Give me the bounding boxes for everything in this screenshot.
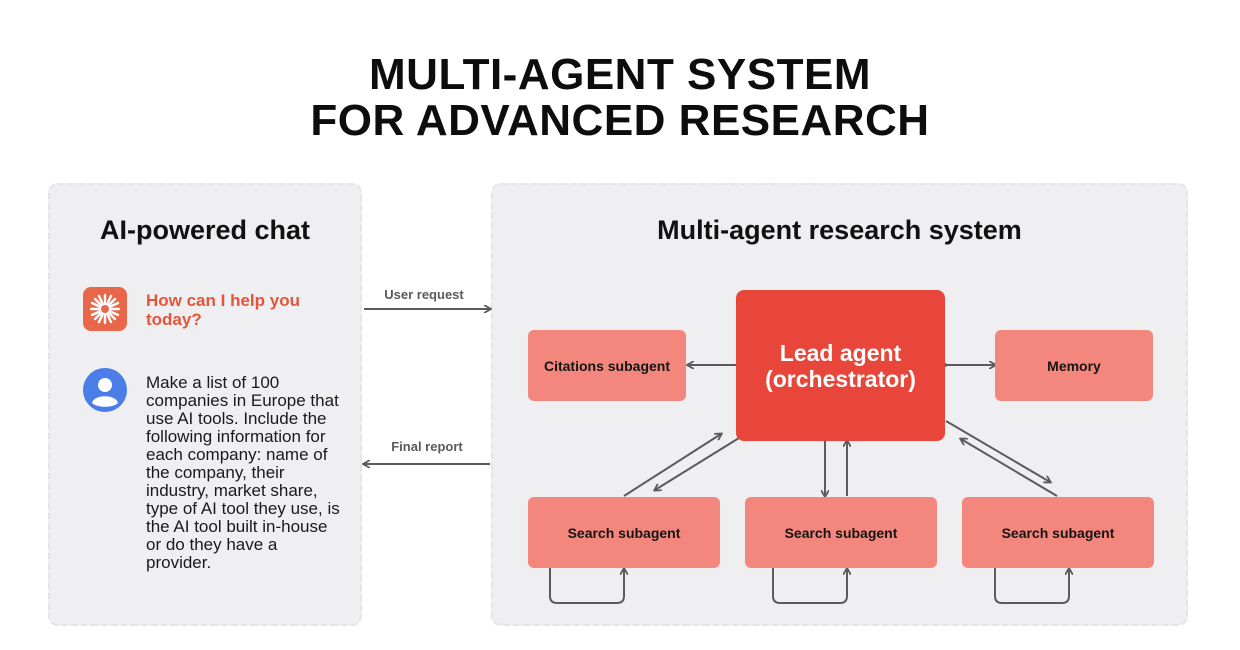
search1-to-lead-arrow bbox=[623, 434, 721, 497]
search1-loop-arrow bbox=[549, 568, 624, 604]
user-message: Make a list of 100 companies in Europe t… bbox=[146, 373, 340, 572]
title-line-1: MULTI-AGENT SYSTEM bbox=[369, 50, 871, 99]
page-title: MULTI-AGENT SYSTEM FOR ADVANCED RESEARCH bbox=[0, 52, 1240, 144]
search2-loop-arrow bbox=[772, 568, 847, 604]
lead-to-search3-arrow bbox=[945, 420, 1050, 482]
memory-box: Memory bbox=[995, 330, 1153, 401]
lead-agent-box: Lead agent (orchestrator) bbox=[736, 290, 945, 441]
user-avatar-icon bbox=[83, 368, 127, 412]
assistant-message: How can I help you today? bbox=[146, 291, 300, 329]
sparkle-icon bbox=[83, 287, 127, 331]
lead-agent-subtitle: (orchestrator) bbox=[765, 365, 916, 392]
final-report-label: Final report bbox=[391, 439, 463, 454]
search-subagent-box: Search subagent bbox=[528, 497, 720, 568]
search3-to-lead-arrow bbox=[961, 439, 1058, 497]
search-subagent-box: Search subagent bbox=[745, 497, 937, 568]
system-panel-title: Multi-agent research system bbox=[657, 215, 1022, 245]
chat-panel: AI-powered chat How can I help you today… bbox=[48, 183, 362, 626]
user-request-label: User request bbox=[384, 287, 464, 302]
chat-panel-title: AI-powered chat bbox=[99, 215, 311, 245]
title-line-2: FOR ADVANCED RESEARCH bbox=[310, 96, 930, 145]
lead-agent-title: Lead agent bbox=[779, 339, 902, 366]
citations-subagent-box: Citations subagent bbox=[528, 330, 686, 401]
lead-to-search1-arrow bbox=[655, 437, 740, 490]
search-subagent-box: Search subagent bbox=[962, 497, 1154, 568]
search3-loop-arrow bbox=[994, 568, 1069, 604]
